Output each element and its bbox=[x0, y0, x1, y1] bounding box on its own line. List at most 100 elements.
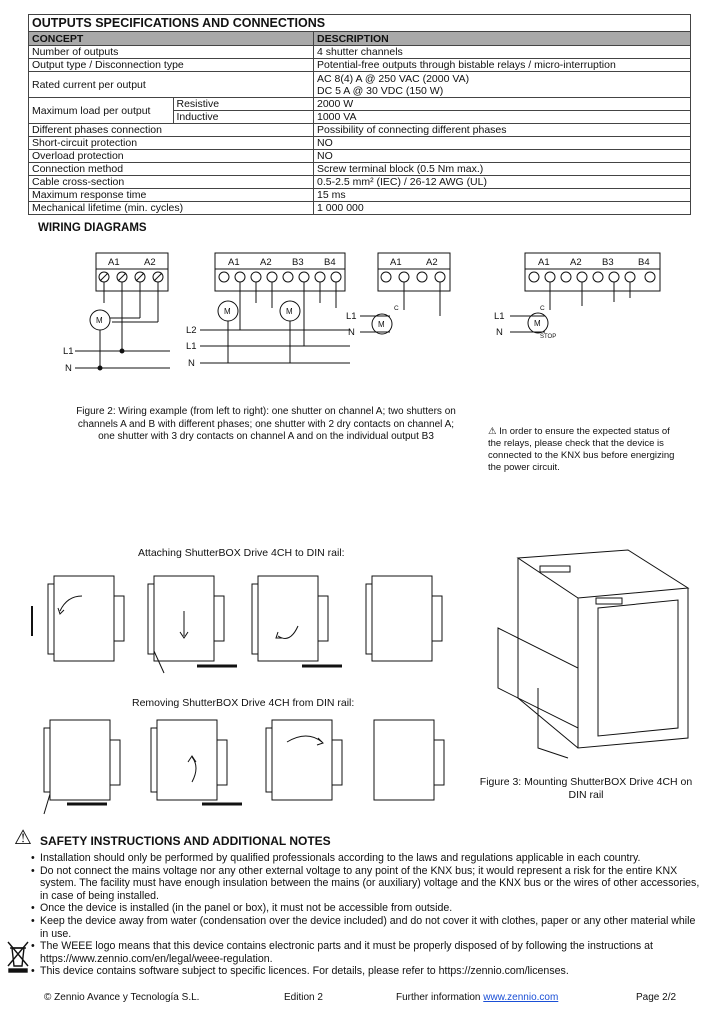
resistive-label: Resistive bbox=[172, 97, 314, 111]
row-description: 1 000 000 bbox=[313, 201, 691, 215]
label-b3: B3 bbox=[602, 257, 614, 268]
label-b4: B4 bbox=[638, 257, 650, 268]
warning-icon: ⚠ bbox=[14, 827, 32, 849]
row-concept: Overload protection bbox=[28, 149, 314, 163]
list-item: This device contains software subject to… bbox=[31, 965, 706, 978]
footer-edition: Edition 2 bbox=[284, 992, 323, 1003]
attach-illustrations bbox=[31, 575, 443, 674]
label-a2: A2 bbox=[260, 257, 272, 268]
label-a2: A2 bbox=[144, 257, 156, 268]
label-a1: A1 bbox=[228, 257, 240, 268]
list-item: Do not connect the mains voltage nor any… bbox=[31, 865, 706, 903]
note-line: the power circuit. bbox=[488, 462, 560, 473]
row-description: Potential-free outputs through bistable … bbox=[313, 58, 691, 72]
figure2-caption: Figure 2: Wiring example (from left to r… bbox=[50, 406, 482, 444]
remove-step-4 bbox=[373, 719, 445, 801]
safety-list: Installation should only be performed by… bbox=[30, 852, 706, 978]
table-row: Maximum response time 15 ms bbox=[28, 188, 691, 202]
row-description: Possibility of connecting different phas… bbox=[313, 123, 691, 137]
label-n: N bbox=[188, 358, 195, 369]
row-description: Screw terminal block (0.5 Nm max.) bbox=[313, 162, 691, 176]
safety-heading: SAFETY INSTRUCTIONS AND ADDITIONAL NOTES bbox=[40, 834, 331, 848]
row-concept: Maximum load per output bbox=[28, 97, 174, 124]
row-concept: Mechanical lifetime (min. cycles) bbox=[28, 201, 314, 215]
row-concept: Rated current per output bbox=[28, 71, 314, 98]
attach-step-1 bbox=[31, 575, 125, 662]
weee-icon bbox=[6, 940, 30, 974]
remove-step-2 bbox=[150, 719, 242, 806]
attach-step-2 bbox=[147, 575, 237, 674]
label-n: N bbox=[348, 327, 355, 338]
note-line: In order to ensure the expected status o… bbox=[499, 426, 670, 437]
row-concept: Short-circuit protection bbox=[28, 136, 314, 150]
wiring-heading: WIRING DIAGRAMS bbox=[38, 222, 147, 234]
table-title: OUTPUTS SPECIFICATIONS AND CONNECTIONS bbox=[28, 14, 691, 32]
table-row: Cable cross-section 0.5-2.5 mm² (IEC) / … bbox=[28, 175, 691, 189]
list-item: Keep the device away from water (condens… bbox=[31, 915, 706, 940]
table-row: Rated current per output AC 8(4) A @ 250… bbox=[28, 71, 691, 98]
wiring-diagram-4 bbox=[510, 252, 661, 334]
label-m: M bbox=[224, 307, 231, 316]
row-description: NO bbox=[313, 149, 691, 163]
label-stop: STOP bbox=[540, 334, 556, 340]
row-concept: Connection method bbox=[28, 162, 314, 176]
table-row: Short-circuit protection NO bbox=[28, 136, 691, 150]
label-a1: A1 bbox=[538, 257, 550, 268]
attach-step-3 bbox=[251, 575, 342, 668]
wiring-diagram-3 bbox=[360, 252, 451, 335]
label-a2: A2 bbox=[426, 257, 438, 268]
table-row: Maximum load per output Resistive 2000 W bbox=[28, 97, 691, 124]
label-c: C bbox=[540, 305, 545, 312]
label-l1: L1 bbox=[63, 346, 74, 357]
device-illustration bbox=[497, 549, 690, 759]
remove-title: Removing ShutterBOX Drive 4CH from DIN r… bbox=[132, 697, 355, 709]
row-description: NO bbox=[313, 136, 691, 150]
label-m: M bbox=[534, 319, 541, 328]
led-group bbox=[539, 565, 571, 573]
row-description: 0.5-2.5 mm² (IEC) / 26-12 AWG (UL) bbox=[313, 175, 691, 189]
inductive-value: 1000 VA bbox=[313, 110, 691, 124]
warning-note: ⚠ In order to ensure the expected status… bbox=[488, 426, 684, 474]
label-a2: A2 bbox=[570, 257, 582, 268]
row-concept: Maximum response time bbox=[28, 188, 314, 202]
caption-line: Figure 3: Mounting ShutterBOX Drive 4CH … bbox=[479, 776, 693, 788]
row-concept: Different phases connection bbox=[28, 123, 314, 137]
row-concept: Cable cross-section bbox=[28, 175, 314, 189]
label-a1: A1 bbox=[390, 257, 402, 268]
row-description: 4 shutter channels bbox=[313, 45, 691, 59]
list-item: Once the device is installed (in the pan… bbox=[31, 902, 706, 915]
inductive-label: Inductive bbox=[172, 110, 314, 124]
attach-step-4 bbox=[365, 575, 443, 662]
row-concept: Number of outputs bbox=[28, 45, 314, 59]
remove-illustrations bbox=[43, 719, 445, 815]
label-c: C bbox=[394, 305, 399, 312]
header-description: DESCRIPTION bbox=[313, 31, 691, 46]
label-n: N bbox=[496, 327, 503, 338]
specifications-table: OUTPUTS SPECIFICATIONS AND CONNECTIONS C… bbox=[28, 14, 691, 215]
label-l1: L1 bbox=[186, 341, 197, 352]
figure3-caption: Figure 3: Mounting ShutterBOX Drive 4CH … bbox=[470, 776, 702, 801]
footer-company: © Zennio Avance y Tecnología S.L. bbox=[44, 992, 200, 1003]
label-b3: B3 bbox=[292, 257, 304, 268]
caption-line: channels A and B with different phases; … bbox=[77, 418, 455, 430]
row-description: 15 ms bbox=[313, 188, 691, 202]
caption-line: one shutter with 3 dry contacts on chann… bbox=[98, 431, 434, 442]
table-row: Connection method Screw terminal block (… bbox=[28, 162, 691, 176]
footer-info-text: Further information bbox=[396, 992, 484, 1003]
label-m: M bbox=[286, 307, 293, 316]
label-m: M bbox=[96, 316, 103, 325]
table-row: Overload protection NO bbox=[28, 149, 691, 163]
remove-step-3 bbox=[265, 719, 343, 801]
wiring-diagram-1 bbox=[75, 252, 170, 371]
rated-dc: DC 5 A @ 30 VDC (150 W) bbox=[317, 84, 444, 97]
attach-title: Attaching ShutterBOX Drive 4CH to DIN ra… bbox=[138, 547, 345, 559]
table-row: Output type / Disconnection type Potenti… bbox=[28, 58, 691, 72]
zennio-link[interactable]: www.zennio.com bbox=[483, 992, 559, 1003]
label-l1: L1 bbox=[494, 311, 505, 322]
label-m: M bbox=[378, 320, 385, 329]
led-group bbox=[595, 597, 623, 605]
footer-page: Page 2/2 bbox=[636, 992, 677, 1003]
warning-icon: ⚠ bbox=[488, 426, 497, 437]
label-l2: L2 bbox=[186, 325, 197, 336]
list-item: The WEEE logo means that this device con… bbox=[31, 940, 706, 965]
